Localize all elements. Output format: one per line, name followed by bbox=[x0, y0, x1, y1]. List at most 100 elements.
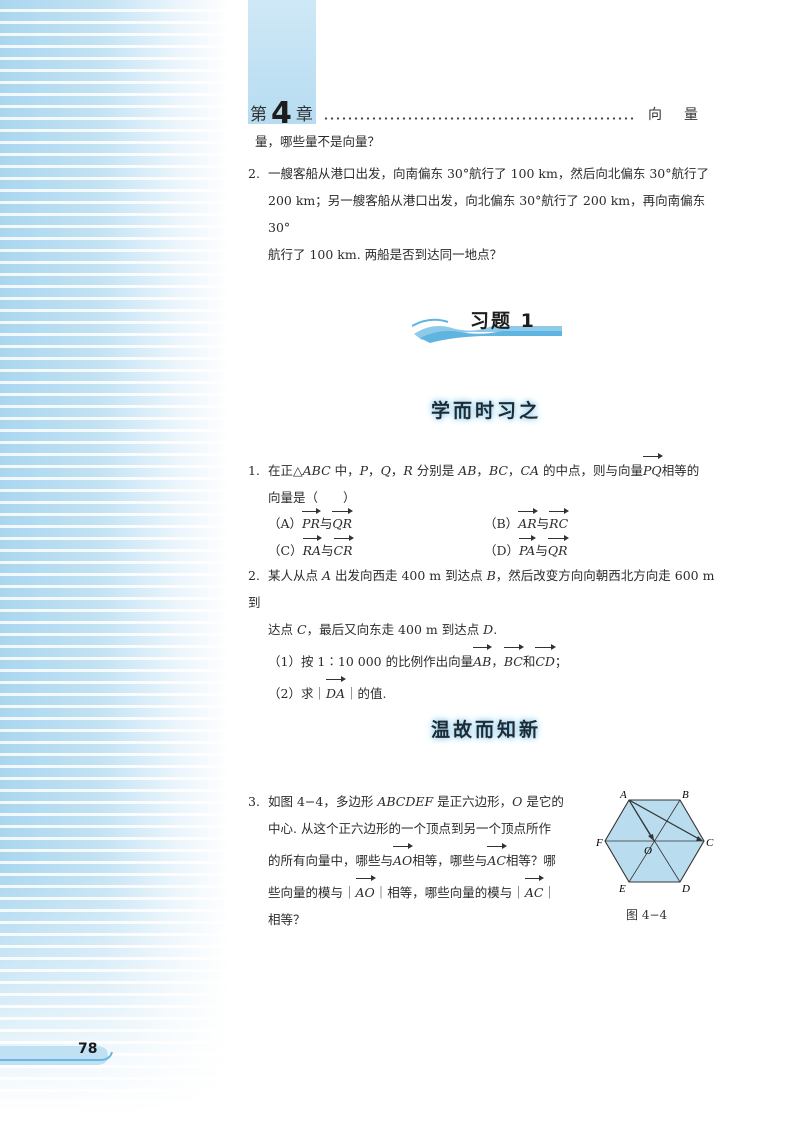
chapter-prefix: 第 bbox=[250, 105, 267, 125]
math-text: P bbox=[359, 463, 369, 478]
text: 出发向西走 400 m 到达点 bbox=[331, 568, 487, 583]
subsection-heading-practice: 学而时习之 bbox=[431, 400, 542, 422]
math-text: AB bbox=[458, 463, 477, 478]
math-text: O bbox=[512, 794, 523, 809]
vector-symbol: AO bbox=[355, 874, 377, 906]
vector-symbol: AC bbox=[524, 874, 544, 906]
math-text: Q bbox=[380, 463, 391, 478]
chapter-number: 4 bbox=[271, 96, 292, 131]
exercise-number: 1. bbox=[248, 463, 260, 478]
text: 与 bbox=[536, 516, 550, 531]
text: ， bbox=[368, 463, 381, 478]
text: ｜相等，哪些向量的模与｜ bbox=[374, 885, 525, 900]
exercise-2: 2. 某人从点 A 出发向西走 400 m 到达点 B，然后改变方向向朝西北方向走… bbox=[248, 562, 728, 707]
vector-symbol: AR bbox=[518, 507, 539, 536]
exercise-line: 中心. 从这个正六边形的一个顶点到另一个顶点所作 bbox=[268, 821, 551, 836]
text: 与 bbox=[319, 516, 333, 531]
text: 与 bbox=[321, 543, 334, 558]
exercise-number: 2. bbox=[248, 568, 260, 583]
vector-symbol: QR bbox=[332, 507, 353, 536]
text: （1）按 1∶10 000 的比例作出向量 bbox=[268, 654, 474, 669]
text: 与 bbox=[535, 543, 548, 558]
option-label: （C） bbox=[268, 543, 303, 558]
text: 相等？哪 bbox=[505, 853, 556, 868]
question-line: 200 km；另一艘客船从港口出发，向北偏东 30°航行了 200 km，再向南… bbox=[268, 193, 706, 235]
text: ，然后改变方向向朝西北方向走 600 m 到 bbox=[248, 568, 715, 610]
option-a: （A）PR与QR bbox=[268, 507, 353, 536]
section-title: 习题 1 bbox=[470, 310, 536, 332]
text: 的所有向量中，哪些与 bbox=[268, 853, 394, 868]
math-text: BC bbox=[488, 463, 508, 478]
text: 是正六边形， bbox=[433, 794, 513, 809]
text: ｜ bbox=[543, 885, 556, 900]
text: 相等的 bbox=[661, 463, 700, 478]
text: 相等，哪些与 bbox=[412, 853, 488, 868]
figure-caption: 图 4−4 bbox=[626, 908, 668, 922]
vector-symbol: PR bbox=[302, 507, 321, 536]
math-text: D bbox=[483, 622, 494, 637]
option-d: （D）PA与QR bbox=[484, 534, 569, 563]
vector-symbol: PQ bbox=[643, 452, 663, 484]
option-label: （D） bbox=[484, 543, 520, 558]
vector-symbol: AC bbox=[487, 842, 507, 874]
text: （2）求｜ bbox=[268, 686, 326, 701]
chapter-title: 向量 bbox=[648, 107, 720, 123]
vector-symbol: AO bbox=[393, 842, 414, 874]
vertex-label-d: D bbox=[681, 883, 690, 894]
math-text: ABC bbox=[302, 463, 331, 478]
option-c: （C）RA与CR bbox=[268, 534, 354, 563]
math-text: C bbox=[296, 622, 307, 637]
vector-symbol: DA bbox=[325, 675, 347, 707]
exercise-3: 3.如图 4−4，多边形 ABCDEF 是正六边形，O 是它的 中心. 从这个正… bbox=[248, 788, 588, 933]
exercise-1: 1.在正△ABC 中，P，Q，R 分别是 AB，BC，CA 的中点，则与向量PQ… bbox=[248, 452, 728, 511]
option-label: （A） bbox=[268, 516, 303, 531]
vector-symbol: AB bbox=[473, 643, 493, 675]
chapter-tab bbox=[248, 0, 316, 124]
text: ，最后又向东走 400 m 到达点 bbox=[306, 622, 484, 637]
text: ； bbox=[554, 654, 568, 669]
vector-symbol: QR bbox=[547, 534, 569, 563]
vector-symbol: RA bbox=[302, 534, 323, 563]
text: ， bbox=[476, 463, 489, 478]
vector-symbol: PA bbox=[519, 534, 537, 563]
text: 和 bbox=[522, 654, 536, 669]
question-line: 一艘客船从港口出发，向南偏东 30°航行了 100 km，然后向北偏东 30°航… bbox=[268, 166, 709, 181]
vector-symbol: RC bbox=[549, 507, 570, 536]
text: ， bbox=[491, 654, 504, 669]
subsection-heading-review: 温故而知新 bbox=[431, 719, 542, 741]
section-banner-waves-icon bbox=[412, 318, 562, 343]
text: 某人从点 bbox=[268, 568, 322, 583]
vertex-label-f: F bbox=[596, 837, 603, 849]
question-number: 2. bbox=[248, 166, 260, 181]
text: 中， bbox=[330, 463, 360, 478]
vector-symbol: CR bbox=[333, 534, 354, 563]
math-text: ABCDEF bbox=[377, 794, 434, 809]
vertex-label-a: A bbox=[619, 789, 627, 801]
question-line: 航行了 100 km. 两船是否到达同一地点？ bbox=[268, 247, 503, 262]
text: ｜的值. bbox=[345, 686, 387, 701]
intro-continuation: 量，哪些量不是向量？ bbox=[255, 134, 381, 149]
intro-question-2: 2. 一艘客船从港口出发，向南偏东 30°航行了 100 km，然后向北偏东 30… bbox=[248, 160, 728, 268]
option-b: （B）AR与RC bbox=[484, 507, 570, 536]
vector-arrows bbox=[628, 799, 703, 841]
leader-dots bbox=[322, 117, 636, 120]
math-text: A bbox=[321, 568, 332, 583]
page-number: 78 bbox=[78, 1041, 98, 1057]
vector-symbol: CD bbox=[535, 643, 556, 675]
text: 是它的 bbox=[522, 794, 564, 809]
page-number-tab-icon bbox=[0, 1046, 113, 1065]
text: 如图 4−4，多边形 bbox=[268, 794, 378, 809]
text: 在正△ bbox=[268, 463, 303, 478]
text: 分别是 bbox=[412, 463, 459, 478]
text: . bbox=[493, 622, 498, 637]
math-text: R bbox=[403, 463, 413, 478]
exercise-line: 向量是（ ） bbox=[268, 490, 356, 505]
text: 些向量的模与｜ bbox=[268, 885, 356, 900]
vertex-label-b: B bbox=[682, 789, 689, 801]
decorative-margin-stripes bbox=[0, 0, 230, 1127]
math-text: B bbox=[486, 568, 496, 583]
chapter-header: 第 4 章 向量 bbox=[250, 96, 720, 131]
text: ， bbox=[390, 463, 404, 478]
vertex-label-e: E bbox=[618, 883, 626, 894]
vertex-label-c: C bbox=[706, 837, 714, 849]
